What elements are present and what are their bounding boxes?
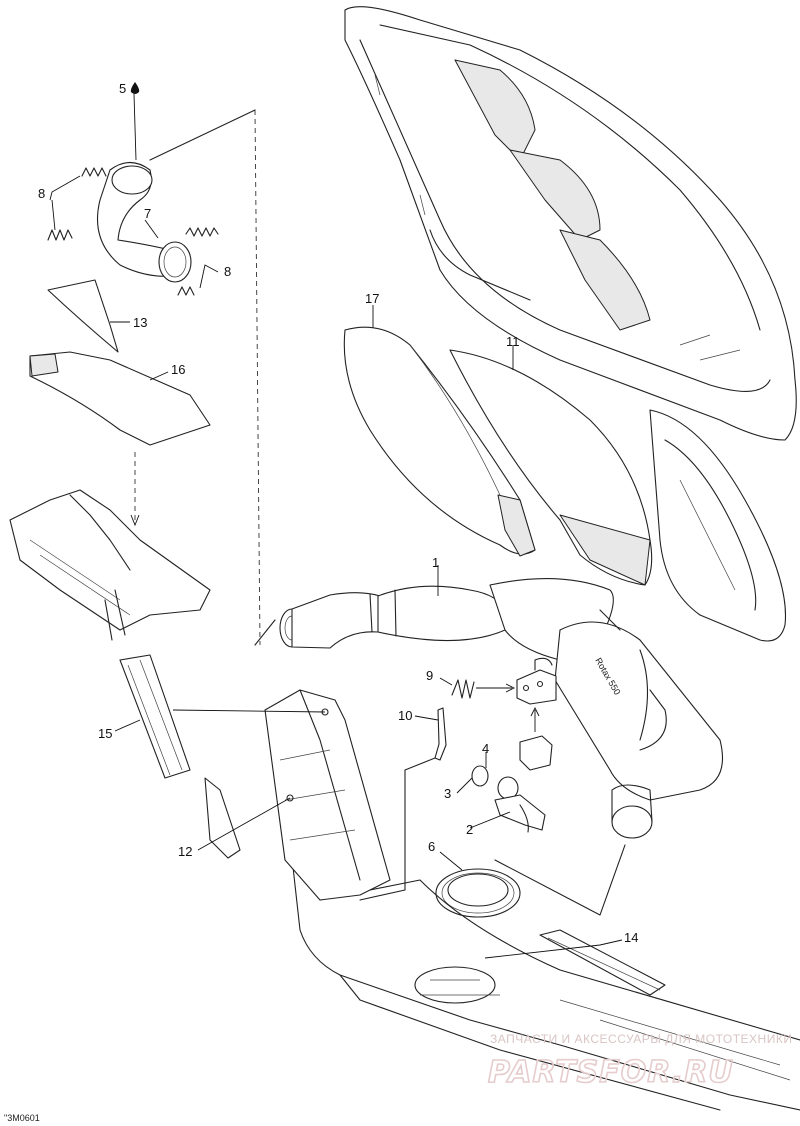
callout-5: 5 [119, 81, 126, 96]
callout-15: 15 [98, 726, 112, 741]
callout-6: 6 [428, 839, 435, 854]
exhaust-muffler: Rotax 550 [279, 578, 724, 839]
hook-10 [434, 707, 447, 761]
foam-strip-15 [119, 654, 191, 779]
callout-1: 1 [432, 555, 439, 570]
oil-drop-icon [130, 82, 140, 94]
support-2 [494, 794, 546, 833]
spring-9 [451, 679, 516, 699]
callout-17: 17 [365, 291, 379, 306]
watermark: ЗАПЧАСТИ И АКСЕССУАРЫ ДЛЯ МОТОТЕХНИКИ PA… [487, 1032, 792, 1091]
belly-pan [289, 839, 800, 1111]
assembly-lines [130, 109, 626, 916]
callouts: 1 2 3 4 5 6 7 8 8 9 10 11 12 13 14 15 16… [38, 81, 638, 945]
callout-10: 10 [398, 708, 412, 723]
side-deflector [649, 409, 787, 642]
pad-12 [204, 777, 241, 859]
callout-8-right: 8 [224, 264, 231, 279]
leader-lines [49, 93, 623, 959]
callout-16: 16 [171, 362, 185, 377]
muffler-bracket [516, 657, 557, 705]
foam-strip-14 [539, 929, 666, 996]
rubber-mount-4 [519, 706, 553, 771]
callout-13: 13 [133, 315, 147, 330]
callout-2: 2 [466, 822, 473, 837]
callout-3: 3 [444, 786, 451, 801]
grommet-3 [471, 765, 519, 800]
callout-11: 11 [506, 334, 520, 349]
drawing-code: "3M0601 [4, 1113, 40, 1123]
callout-8-left: 8 [38, 186, 45, 201]
watermark-tagline: ЗАПЧАСТИ И АКСЕССУАРЫ ДЛЯ МОТОТЕХНИКИ [490, 1032, 792, 1046]
callout-12: 12 [178, 844, 192, 859]
callout-9: 9 [426, 668, 433, 683]
gasket-13 [47, 279, 119, 353]
heat-shield-16 [29, 351, 211, 446]
frame-bracket [9, 489, 211, 641]
tunnel-panel [264, 689, 391, 901]
callout-7: 7 [144, 206, 151, 221]
callout-14: 14 [624, 930, 638, 945]
seal-ring-6 [435, 868, 521, 918]
panel-11 [449, 349, 653, 586]
callout-4: 4 [482, 741, 489, 756]
body-panel [344, 6, 797, 441]
watermark-logo: PARTSFOR.RU [488, 1055, 734, 1090]
panel-17 [343, 326, 536, 557]
clamp-8 [47, 167, 219, 296]
intake-tube-7 [96, 161, 192, 283]
